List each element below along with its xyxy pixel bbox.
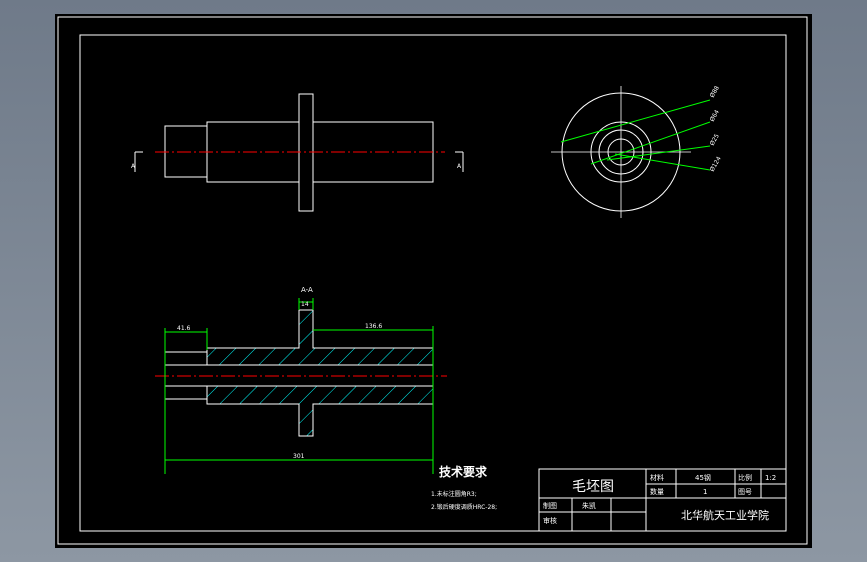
- cad-viewport[interactable]: A A Ø88 Ø64 Ø25 Ø124 A-A: [55, 14, 812, 548]
- title-block-drawer-label: 制图: [543, 501, 557, 510]
- dim-flange-width: 14: [301, 301, 309, 308]
- title-block-drawing-no-label: 图号: [738, 488, 752, 496]
- leader-lines: [560, 99, 711, 171]
- tech-req-title: 技术要求: [439, 464, 488, 479]
- title-block-checker-label: 审核: [543, 516, 557, 525]
- title-block-scale-label: 比例: [738, 473, 752, 482]
- left-step-upper: [164, 351, 208, 366]
- title-block-drawing-title: 毛坯图: [572, 479, 614, 495]
- section-marker-right-label: A: [457, 163, 462, 170]
- dim-dia-1: Ø64: [709, 109, 721, 123]
- section-label: A-A: [301, 286, 313, 294]
- section-view[interactable]: [164, 309, 434, 437]
- section-marker-left: [134, 151, 143, 172]
- outer-border: [57, 16, 808, 545]
- dim-right-length: 136.6: [365, 323, 382, 330]
- title-block-material-label: 材料: [650, 473, 664, 482]
- title-block-qty-value: 1: [703, 488, 707, 496]
- title-block-drawer-value: 朱凯: [582, 501, 596, 510]
- tech-req-line1: 1.未标注圆角R3;: [431, 490, 477, 498]
- dim-dia-3: Ø124: [709, 155, 723, 173]
- section-marker-left-label: A: [131, 163, 136, 170]
- dim-overall-length: 301: [293, 453, 305, 460]
- title-block[interactable]: [538, 468, 787, 532]
- cad-drawing-canvas[interactable]: A A Ø88 Ø64 Ø25 Ø124 A-A: [55, 14, 812, 548]
- section-marker-right: [455, 151, 464, 172]
- inner-border: [79, 34, 787, 532]
- title-block-material-value: 45钢: [695, 473, 711, 482]
- left-step-lower: [164, 385, 208, 400]
- side-centerlines: [551, 86, 691, 218]
- tech-req-line2: 2.锻后硬度调质HRC-28;: [431, 503, 497, 511]
- title-block-scale-value: 1:2: [765, 474, 776, 482]
- section-dimensions: [164, 298, 434, 474]
- dim-left-length: 41.6: [177, 325, 191, 332]
- title-block-qty-label: 数量: [650, 487, 664, 496]
- dim-dia-2: Ø25: [709, 133, 721, 147]
- title-block-school: 北华航天工业学院: [681, 508, 769, 522]
- dim-dia-outer: Ø88: [709, 85, 721, 99]
